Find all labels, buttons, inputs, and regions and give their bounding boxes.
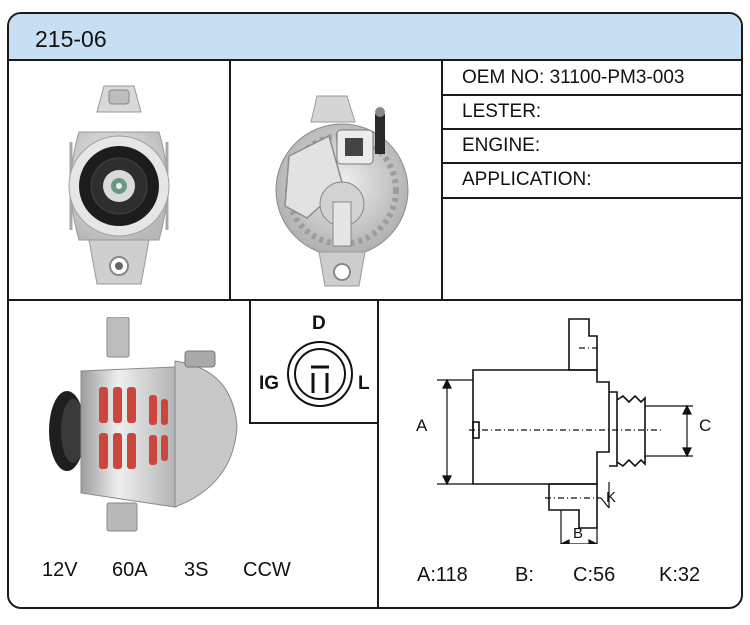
dimension-label-k: K — [606, 489, 617, 506]
dimension-value-c: C:56 — [573, 564, 616, 586]
alternator-side-photo — [49, 317, 238, 532]
info-row-line-2 — [443, 128, 741, 130]
alternator-front-photo — [68, 85, 170, 285]
dimension-label-a: A — [416, 416, 428, 435]
divider-photo1-photo2 — [229, 61, 231, 299]
dimension-label-c: C — [699, 416, 712, 435]
connector-label-ig: IG — [259, 373, 280, 394]
divider-connector-drawing — [377, 301, 379, 607]
spec-pulley: 3S — [184, 559, 209, 581]
part-number-title: 215-06 — [35, 26, 107, 52]
divider-upper-lower — [9, 299, 741, 301]
divider-side-connector — [249, 301, 251, 424]
product-spec-sheet: 215-06 OEM NO: 31100-PM3-003 LESTER: ENG… — [7, 12, 743, 609]
dimension-drawing — [437, 318, 693, 544]
spec-amperage: 60A — [112, 559, 148, 581]
engine-field: ENGINE: — [462, 135, 541, 156]
alternator-rear-photo — [275, 95, 409, 287]
dimension-value-k: K:32 — [659, 564, 701, 586]
connector-label-d: D — [312, 313, 326, 334]
lester-number: LESTER: — [462, 101, 542, 122]
dimension-value-b: B: — [515, 564, 534, 586]
dimension-label-b: B — [573, 525, 584, 542]
application-field: APPLICATION: — [462, 169, 592, 190]
info-row-line-4 — [443, 197, 741, 199]
connector-box-bottom — [249, 422, 377, 424]
divider-photo2-info — [441, 61, 443, 299]
info-row-line-1 — [443, 94, 741, 96]
oem-number: OEM NO: 31100-PM3-003 — [462, 67, 685, 88]
header-bar: 215-06 — [9, 14, 741, 61]
info-row-line-3 — [443, 162, 741, 164]
dimension-value-a: A:118 — [417, 564, 468, 586]
connector-label-l: L — [358, 373, 370, 394]
connector-plug-diagram — [287, 341, 353, 407]
spec-voltage: 12V — [42, 559, 78, 581]
spec-rotation: CCW — [243, 559, 291, 581]
